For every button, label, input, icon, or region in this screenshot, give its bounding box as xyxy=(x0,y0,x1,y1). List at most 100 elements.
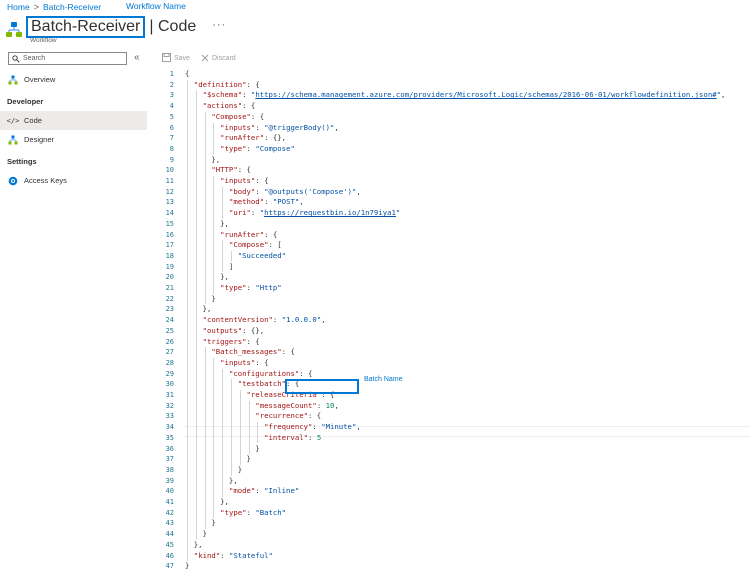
code-line[interactable]: "$schema": "https://schema.management.az… xyxy=(202,90,726,100)
code-line[interactable]: "triggers": { xyxy=(202,336,260,346)
line-number: 1 xyxy=(169,70,174,78)
code-line[interactable]: "interval": 5 xyxy=(264,432,322,442)
save-button[interactable]: Save xyxy=(162,53,190,64)
code-line[interactable]: }, xyxy=(185,272,229,282)
code-line[interactable]: "configurations": { xyxy=(228,368,313,378)
code-line[interactable]: "recurrence": { xyxy=(255,411,322,421)
indent-guide xyxy=(213,122,215,155)
code-line[interactable]: "inputs": { xyxy=(220,176,269,185)
sidebar-item-label: Designer xyxy=(24,135,55,144)
code-line[interactable]: "Batch_messages": { xyxy=(211,347,295,357)
code-line[interactable]: "inputs": { xyxy=(220,357,269,367)
code-line[interactable]: }, xyxy=(185,218,229,228)
code-line[interactable]: "HTTP": { xyxy=(211,165,251,175)
designer-icon xyxy=(8,135,18,145)
indent-guide xyxy=(213,176,215,294)
code-line[interactable]: "runAfter": {}, xyxy=(220,133,287,143)
discard-button[interactable]: Discard xyxy=(201,54,236,64)
sidebar-item-overview[interactable]: Overview xyxy=(0,70,147,89)
code-line[interactable]: } xyxy=(185,518,216,528)
code-line[interactable]: } xyxy=(185,293,216,303)
code-line[interactable]: } xyxy=(185,464,243,474)
line-number: 9 xyxy=(169,155,174,164)
line-number: 41 xyxy=(165,498,174,506)
code-line[interactable]: "runAfter": { xyxy=(220,229,278,239)
code-line[interactable]: "inputs": "@triggerBody()", xyxy=(220,122,339,132)
code-line[interactable]: "Succeeded" xyxy=(237,250,287,260)
code-line[interactable]: "Compose": [ xyxy=(228,240,282,250)
workflow-icon xyxy=(8,75,18,85)
code-line[interactable]: "actions": { xyxy=(202,101,256,111)
line-number: 39 xyxy=(165,476,174,485)
line-number: 30 xyxy=(165,380,174,389)
code-line[interactable]: "contentVersion": "1.0.0.0", xyxy=(202,315,326,325)
line-number: 26 xyxy=(165,337,174,346)
line-number: 44 xyxy=(165,530,174,539)
code-line[interactable]: "type": "Http" xyxy=(220,283,282,292)
code-line[interactable]: "type": "Batch" xyxy=(220,507,287,517)
code-line[interactable]: { xyxy=(185,69,190,78)
indent-guide xyxy=(204,111,206,305)
line-number: 17 xyxy=(165,241,174,250)
sidebar-item-label: Access Keys xyxy=(24,176,67,185)
code-line[interactable]: "mode": "Inline" xyxy=(228,486,300,496)
code-line[interactable]: } xyxy=(185,454,251,464)
line-number: 36 xyxy=(165,444,174,453)
collapse-sidebar-button[interactable]: « xyxy=(134,52,140,63)
line-number: 21 xyxy=(165,284,174,292)
line-number: 32 xyxy=(165,401,174,410)
code-line[interactable]: }, xyxy=(185,154,221,164)
line-number: 33 xyxy=(165,412,174,421)
line-number: 10 xyxy=(165,166,174,175)
access-keys-icon xyxy=(8,176,18,186)
code-line[interactable]: "testbatch": { xyxy=(237,379,300,389)
code-line[interactable]: "uri": "https://requestbin.io/1n79iya1" xyxy=(228,208,401,218)
line-number: 31 xyxy=(165,391,174,399)
code-line[interactable]: } xyxy=(185,529,207,539)
breadcrumb-home[interactable]: Home xyxy=(7,2,30,12)
indent-guide xyxy=(187,79,188,562)
code-line[interactable]: "body": "@outputs('Compose')", xyxy=(228,186,361,196)
code-line[interactable]: }, xyxy=(185,304,212,314)
code-line[interactable]: "Compose": { xyxy=(211,111,265,121)
line-number: 5 xyxy=(169,112,174,121)
code-line[interactable]: "outputs": {}, xyxy=(202,325,265,335)
code-line[interactable]: } xyxy=(185,443,260,453)
code-line[interactable]: "frequency": "Minute", xyxy=(264,422,361,432)
line-number: 8 xyxy=(169,144,174,153)
line-number: 7 xyxy=(169,134,174,143)
code-line[interactable]: "releaseCriteria": { xyxy=(246,390,335,399)
search-input[interactable]: Search xyxy=(23,55,46,62)
sidebar-item-designer[interactable]: Designer xyxy=(0,130,147,149)
code-line[interactable]: } xyxy=(185,561,190,571)
sidebar-item-code[interactable]: </> Code xyxy=(0,111,147,130)
breadcrumb-separator: > xyxy=(33,2,39,12)
line-number: 43 xyxy=(165,519,174,528)
editor-toolbar: Save Discard xyxy=(162,53,247,64)
line-number: 34 xyxy=(165,423,174,432)
line-number: 23 xyxy=(165,305,174,314)
more-options-button[interactable]: ··· xyxy=(212,19,227,31)
code-line[interactable]: }, xyxy=(185,475,238,485)
line-number: 18 xyxy=(165,251,174,260)
batch-name-annotation: Batch Name xyxy=(364,376,403,383)
sidebar-item-label: Code xyxy=(24,116,42,125)
code-line[interactable]: "kind": "Stateful" xyxy=(193,550,273,560)
breadcrumb-current[interactable]: Batch-Receiver xyxy=(42,2,102,12)
search-box[interactable]: Search xyxy=(8,52,127,65)
code-line[interactable]: "method": "POST", xyxy=(228,197,304,207)
code-line[interactable]: "type": "Compose" xyxy=(220,143,295,153)
line-number: 28 xyxy=(165,358,174,367)
code-line[interactable]: }, xyxy=(185,539,203,549)
sidebar-item-access-keys[interactable]: Access Keys xyxy=(0,171,147,190)
code-line[interactable]: "messageCount": 10, xyxy=(255,400,339,410)
indent-guide xyxy=(248,400,250,455)
line-number: 42 xyxy=(165,508,174,517)
close-icon xyxy=(201,54,209,64)
code-line[interactable]: "definition": { xyxy=(193,79,260,89)
line-number: 20 xyxy=(165,273,174,282)
line-number: 37 xyxy=(165,455,174,464)
code-line[interactable]: }, xyxy=(185,497,229,506)
code-line[interactable]: ] xyxy=(185,261,234,271)
